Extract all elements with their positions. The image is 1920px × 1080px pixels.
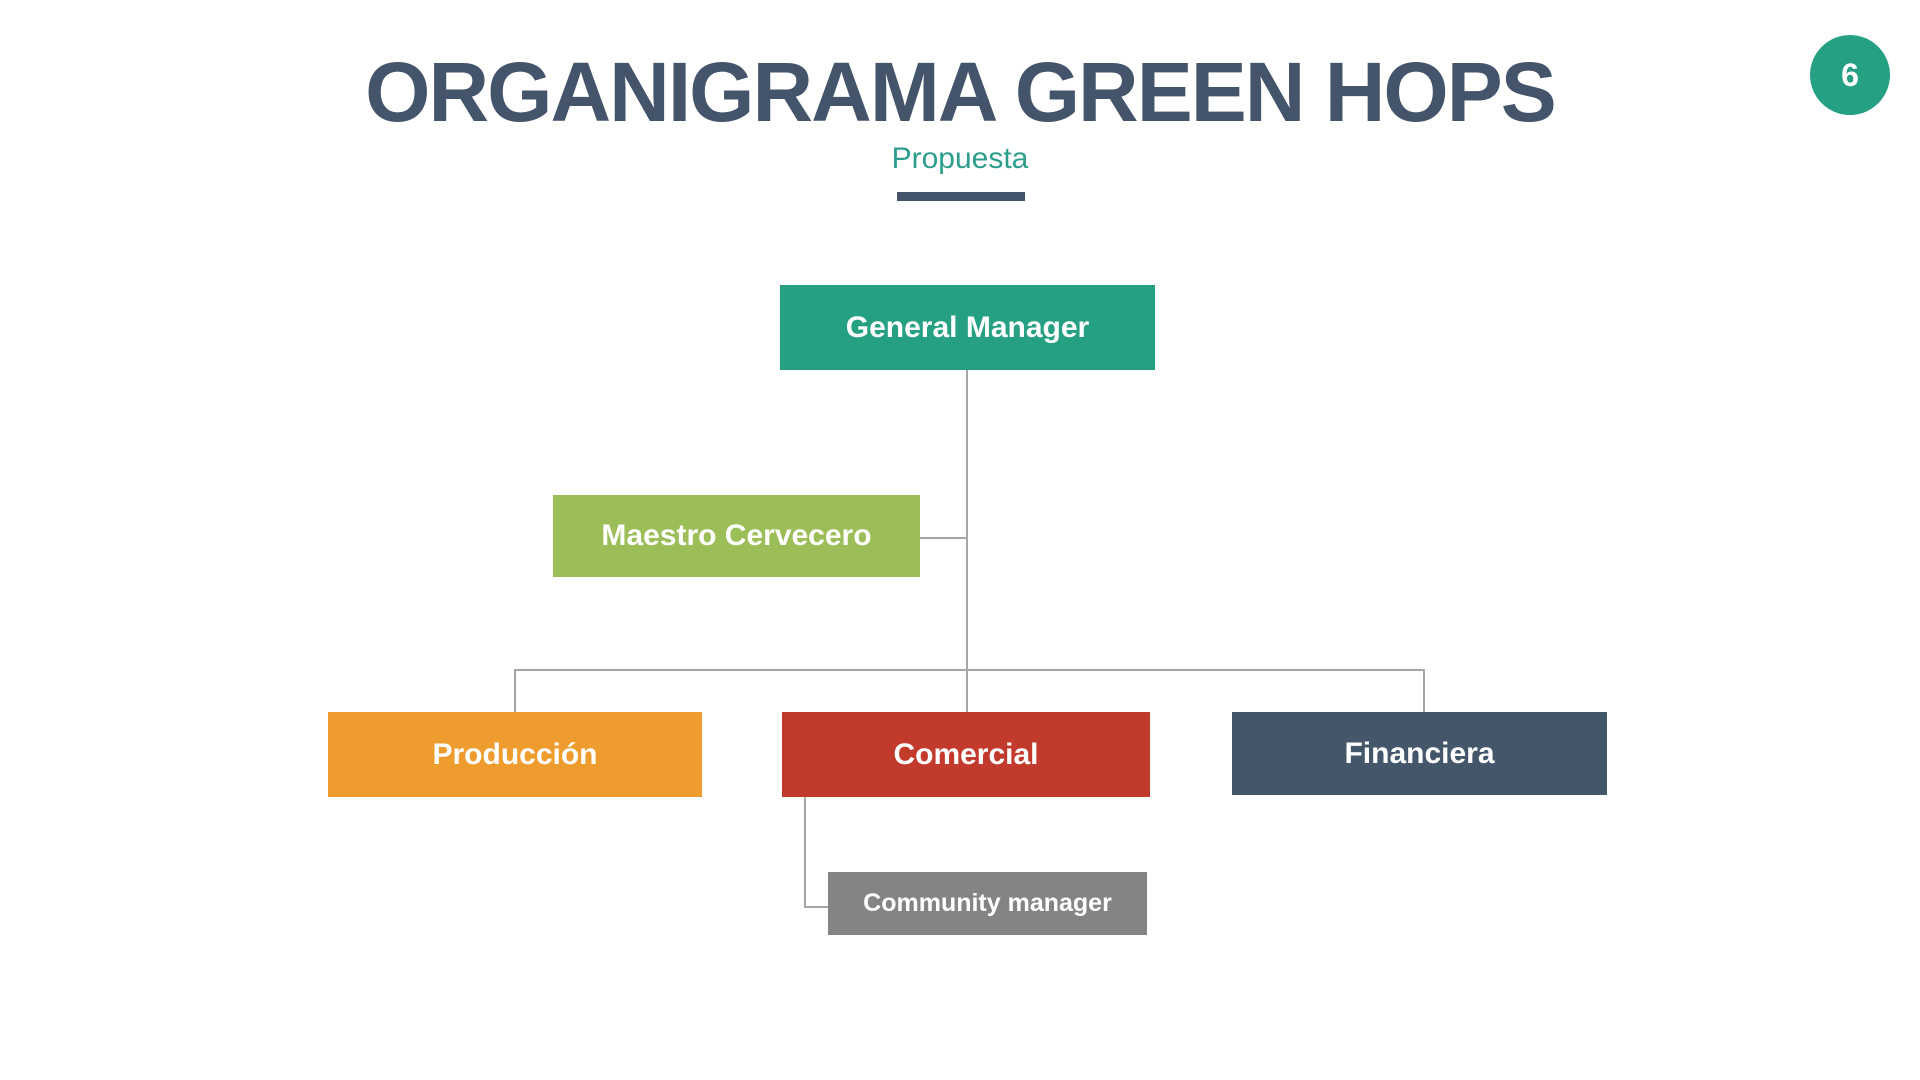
connector-general-manager-down (966, 370, 968, 712)
org-node-general-manager: General Manager (780, 285, 1155, 370)
connector-produccion-drop (514, 669, 516, 712)
connector-maestro-horizontal (920, 537, 967, 539)
subtitle-underline-bar (897, 192, 1025, 201)
org-node-comercial: Comercial (782, 712, 1150, 797)
org-node-maestro-cervecero: Maestro Cervecero (553, 495, 920, 577)
slide-subtitle: Propuesta (891, 142, 1029, 175)
slide-title: ORGANIGRAMA GREEN HOPS (365, 45, 1557, 139)
connector-community-horizontal (804, 906, 830, 908)
connector-financiera-drop (1423, 669, 1425, 712)
org-node-financiera: Financiera (1232, 712, 1607, 795)
connector-level3-horizontal (514, 669, 1425, 671)
connector-comercial-down (804, 797, 806, 908)
org-node-community-manager: Community manager (828, 872, 1147, 935)
page-number-badge: 6 (1810, 35, 1890, 115)
org-node-produccion: Producción (328, 712, 702, 797)
